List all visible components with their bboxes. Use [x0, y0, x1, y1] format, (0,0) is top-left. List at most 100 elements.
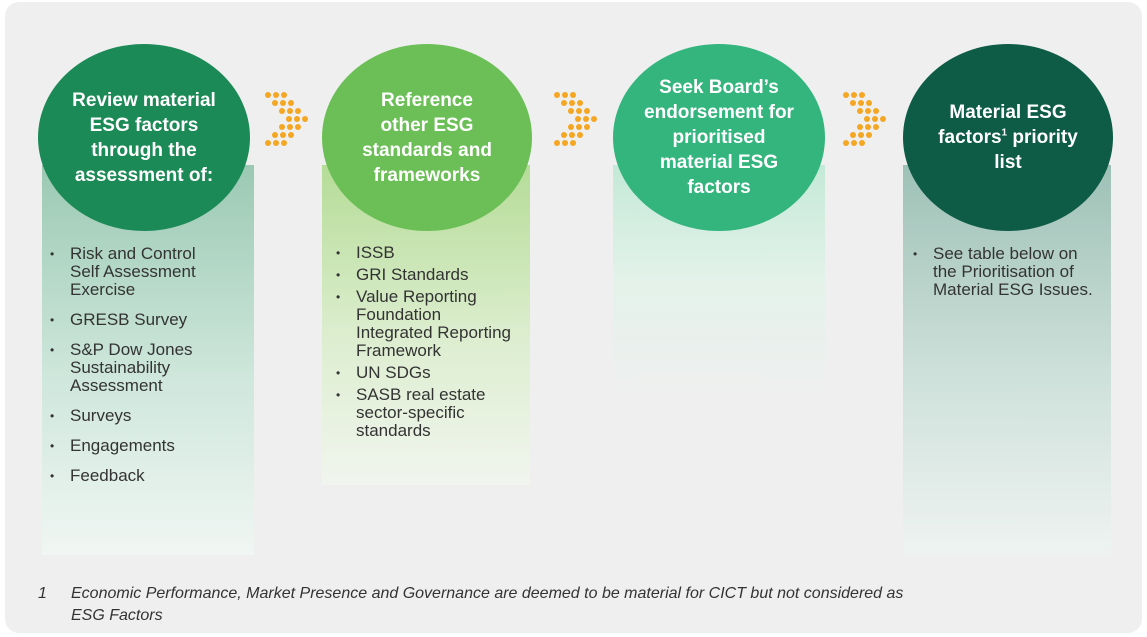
list-item: •Engagements [50, 436, 175, 455]
bullet-icon: • [50, 409, 55, 423]
arrow-dot [851, 140, 857, 146]
arrow-dot [286, 116, 292, 122]
arrow-dot [859, 140, 865, 146]
bullet-icon: • [336, 366, 341, 380]
step-4-title-line-3: list [994, 152, 1022, 173]
arrow-dot [850, 132, 856, 138]
arrow-dot [562, 92, 568, 98]
arrow-dot [561, 132, 567, 138]
arrow-dot [864, 116, 870, 122]
arrow-dot [273, 92, 279, 98]
step-3-title: Seek Board’s endorsement for prioritised… [644, 77, 794, 198]
bullet-icon: • [50, 247, 55, 261]
step-4-circle: Material ESG factors1 priority list [903, 44, 1113, 231]
arrow-dot [576, 124, 582, 130]
arrow-dot [265, 92, 271, 98]
arrow-dot [294, 116, 300, 122]
arrow-dot [591, 116, 597, 122]
arrow-dot [570, 92, 576, 98]
arrow-dot [858, 100, 864, 106]
arrow-dot [865, 108, 871, 114]
dotted-chevron-right-icon [843, 92, 886, 146]
bullet-icon: • [336, 388, 341, 402]
arrow-dot [554, 140, 560, 146]
step-4-title-line-1: Material ESG [949, 102, 1067, 123]
bullet-icon: • [50, 439, 55, 453]
arrow-dot [569, 132, 575, 138]
arrow-dot [857, 108, 863, 114]
step-4-title: Material ESG factors1 priority list [938, 100, 1078, 175]
step-4-title-line-2: factors1 priority [938, 125, 1078, 150]
arrow-dot [850, 100, 856, 106]
list-item: •Surveys [50, 406, 132, 425]
arrow-dot [265, 140, 271, 146]
arrow-dot [280, 132, 286, 138]
arrow-dot [561, 100, 567, 106]
step-4-title-line-2-post: priority [1007, 127, 1078, 148]
step-1-title: Review material ESG factors through the … [72, 89, 216, 186]
bullet-icon: • [50, 469, 55, 483]
step-4-list: •See table below on the Prioritisation o… [913, 245, 1113, 299]
arrow-dot [583, 116, 589, 122]
list-item: •SASB real estate sector-specific standa… [336, 385, 486, 440]
arrow-dot [272, 100, 278, 106]
list-item: •Value Reporting Foundation Integrated R… [336, 287, 511, 360]
arrow-dot [575, 116, 581, 122]
arrow-dot [281, 140, 287, 146]
step-2-circle: Reference other ESG standards and framew… [322, 44, 532, 231]
arrow-dot [288, 100, 294, 106]
arrow-dot [843, 140, 849, 146]
step-1-circle: Review material ESG factors through the … [38, 44, 250, 231]
footnote-number: 1 [38, 585, 47, 602]
list-item: •Risk and Control Self Assessment Exerci… [50, 244, 196, 299]
arrow-dot [859, 92, 865, 98]
footnote-marker: 1 [1001, 127, 1008, 139]
arrow-dot [279, 108, 285, 114]
step-1-list: •Risk and Control Self Assessment Exerci… [50, 245, 250, 497]
bullet-icon: • [336, 268, 341, 282]
arrow-dot [280, 100, 286, 106]
arrow-dot [569, 100, 575, 106]
arrow-dot [570, 140, 576, 146]
arrow-dot [568, 108, 574, 114]
arrow-dot [873, 108, 879, 114]
arrow-dot [843, 92, 849, 98]
arrow-dot [576, 108, 582, 114]
arrow-dot [288, 132, 294, 138]
step-2-list: •ISSB •GRI Standards •Value Reporting Fo… [336, 244, 536, 444]
arrow-dot [279, 124, 285, 130]
arrow-dot [880, 116, 886, 122]
arrow-dot [584, 108, 590, 114]
step-2-title: Reference other ESG standards and framew… [362, 89, 492, 186]
step-4-title-line-2-pre: factors [938, 127, 1002, 148]
arrow-dot [851, 92, 857, 98]
arrow-dot [295, 124, 301, 130]
bullet-icon: • [336, 246, 341, 260]
arrow-dot [295, 108, 301, 114]
list-item: •See table below on the Prioritisation o… [913, 244, 1093, 299]
arrow-dot [562, 140, 568, 146]
arrow-dot [273, 140, 279, 146]
list-item: •GRI Standards [336, 265, 469, 284]
arrow-dot [865, 124, 871, 130]
arrow-dot [287, 108, 293, 114]
dotted-chevron-right-icon [265, 92, 308, 146]
arrow-dot [858, 132, 864, 138]
list-item: •GRESB Survey [50, 310, 188, 329]
arrow-dot [577, 100, 583, 106]
arrow-dot [857, 124, 863, 130]
step-3-circle: Seek Board’s endorsement for prioritised… [613, 44, 825, 231]
arrow-dot [577, 132, 583, 138]
arrow-dot [287, 124, 293, 130]
arrow-dot [302, 116, 308, 122]
arrow-dot [568, 124, 574, 130]
arrow-dot [584, 124, 590, 130]
arrow-dot [281, 92, 287, 98]
bullet-icon: • [913, 247, 918, 261]
arrow-dot [554, 92, 560, 98]
bullet-icon: • [50, 313, 55, 327]
arrow-dot [873, 124, 879, 130]
bullet-icon: • [336, 290, 341, 304]
arrow-dot [866, 132, 872, 138]
list-item: •Feedback [50, 466, 145, 485]
